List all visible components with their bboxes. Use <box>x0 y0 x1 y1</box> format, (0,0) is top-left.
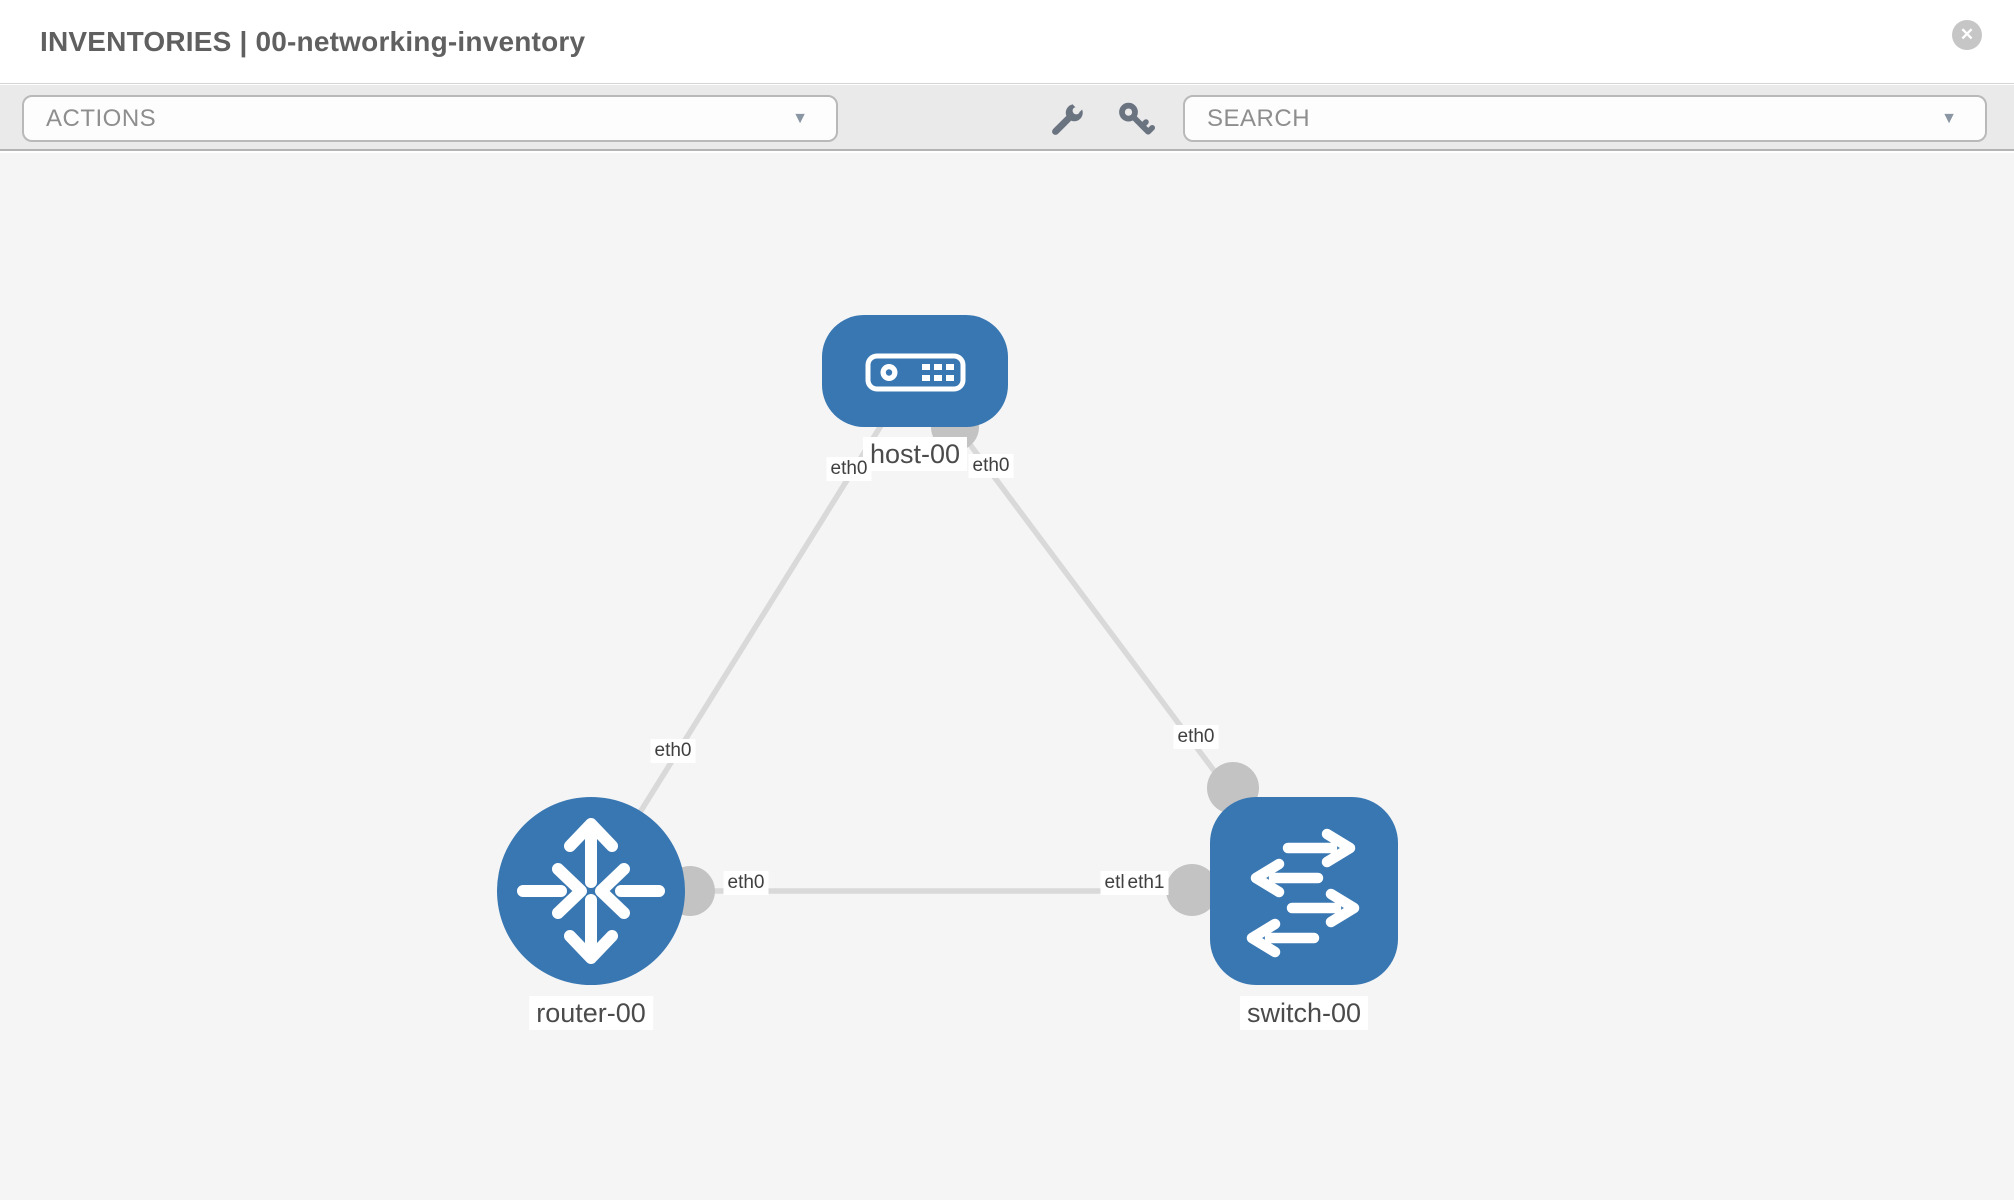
router-icon <box>517 818 665 964</box>
close-icon[interactable]: ✕ <box>1952 20 1982 50</box>
interface-dot[interactable] <box>1166 864 1218 916</box>
key-tooth <box>1139 119 1149 129</box>
wrench-notch <box>1072 99 1087 112</box>
key-tooth <box>1145 125 1155 135</box>
wrench-handle <box>1052 115 1072 135</box>
actions-dropdown[interactable]: ACTIONS ▼ <box>22 95 838 142</box>
search-dropdown[interactable]: SEARCH ▼ <box>1183 95 1987 142</box>
interface-dots <box>665 403 1259 916</box>
switch-icon <box>1246 828 1360 958</box>
interface-label: eth0 <box>968 454 1014 478</box>
host-node-shape <box>822 315 1008 427</box>
key-icon[interactable] <box>1116 99 1156 139</box>
node-switch-00[interactable] <box>1210 797 1398 985</box>
page-title: INVENTORIES | 00-networking-inventory <box>40 26 586 57</box>
topology-canvas[interactable]: host-00 router-00 switch-00 eth0 eth0 et… <box>0 153 2014 1200</box>
node-label-router: router-00 <box>529 996 653 1030</box>
host-icon <box>865 353 966 392</box>
interface-label: eth1 <box>1123 871 1169 895</box>
interface-label: eth0 <box>826 457 872 481</box>
wrench-icon[interactable] <box>1048 99 1088 139</box>
router-node-shape <box>497 797 685 985</box>
caret-down-icon: ▼ <box>1941 109 1957 127</box>
switch-node-shape <box>1210 797 1398 985</box>
caret-down-icon: ▼ <box>792 109 808 127</box>
topology-svg <box>497 315 1398 985</box>
header: INVENTORIES | 00-networking-inventory ✕ <box>0 0 2014 84</box>
toolbar: ACTIONS ▼ SEARCH ▼ <box>0 85 2014 151</box>
interface-label: eth0 <box>723 871 769 895</box>
interface-label: eth0 <box>650 739 696 763</box>
node-router-00[interactable] <box>497 797 685 985</box>
actions-dropdown-label: ACTIONS <box>46 104 157 132</box>
search-dropdown-label: SEARCH <box>1207 104 1311 132</box>
interface-label: eth0 <box>1173 725 1219 749</box>
key-bow <box>1119 102 1138 122</box>
node-host-00[interactable] <box>822 315 1008 427</box>
node-label-switch: switch-00 <box>1239 996 1369 1030</box>
node-label-host: host-00 <box>862 437 968 471</box>
